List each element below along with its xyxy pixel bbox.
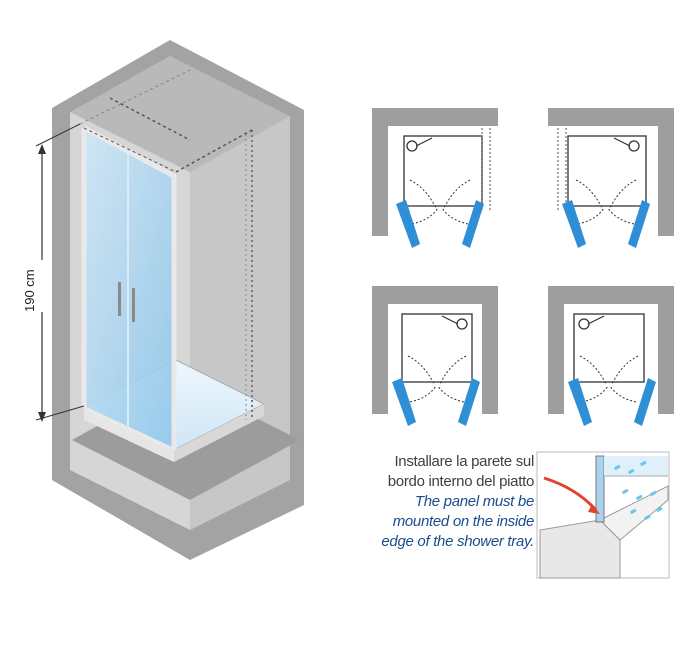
installation-caption: Installare la parete sul bordo interno d… — [330, 452, 534, 552]
caption-italian-line-1: Installare la parete sul — [394, 453, 534, 470]
config-bottom-left — [372, 286, 498, 426]
door-leaf-left — [392, 378, 416, 426]
door-leaf-left — [568, 378, 592, 426]
door-handle — [118, 282, 121, 316]
caption-english-line-2: mounted on the inside — [392, 513, 535, 530]
door-leaf-left — [562, 200, 586, 248]
drain-icon — [628, 140, 640, 152]
door-leaf-right — [458, 378, 480, 426]
shower-tray-square — [401, 313, 473, 383]
drain-icon — [578, 318, 590, 330]
drain-icon — [406, 140, 418, 152]
height-value: 190 cm — [22, 269, 37, 312]
config-bottom-right — [548, 286, 674, 426]
caption-english-line-3: edge of the shower tray. — [381, 533, 534, 550]
enclosure-illustration — [34, 40, 304, 560]
tray-edge-detail — [536, 451, 670, 579]
caption-english-line-1: The panel must be — [414, 493, 534, 510]
drain-icon — [456, 318, 468, 330]
glass-panel-section — [595, 455, 605, 523]
door-leaf-right — [628, 200, 650, 248]
door-leaf-right — [462, 200, 484, 248]
config-top-left — [372, 108, 498, 248]
door-handle — [132, 288, 135, 322]
height-dimension — [34, 123, 85, 422]
water-droplets — [613, 460, 663, 521]
caption-italian-line-2: bordo interno del piatto — [387, 473, 535, 490]
door-leaf-right — [634, 378, 656, 426]
config-top-right — [548, 108, 674, 248]
door-leaf-left — [396, 200, 420, 248]
height-dimension-label: 190 cm — [22, 269, 37, 312]
